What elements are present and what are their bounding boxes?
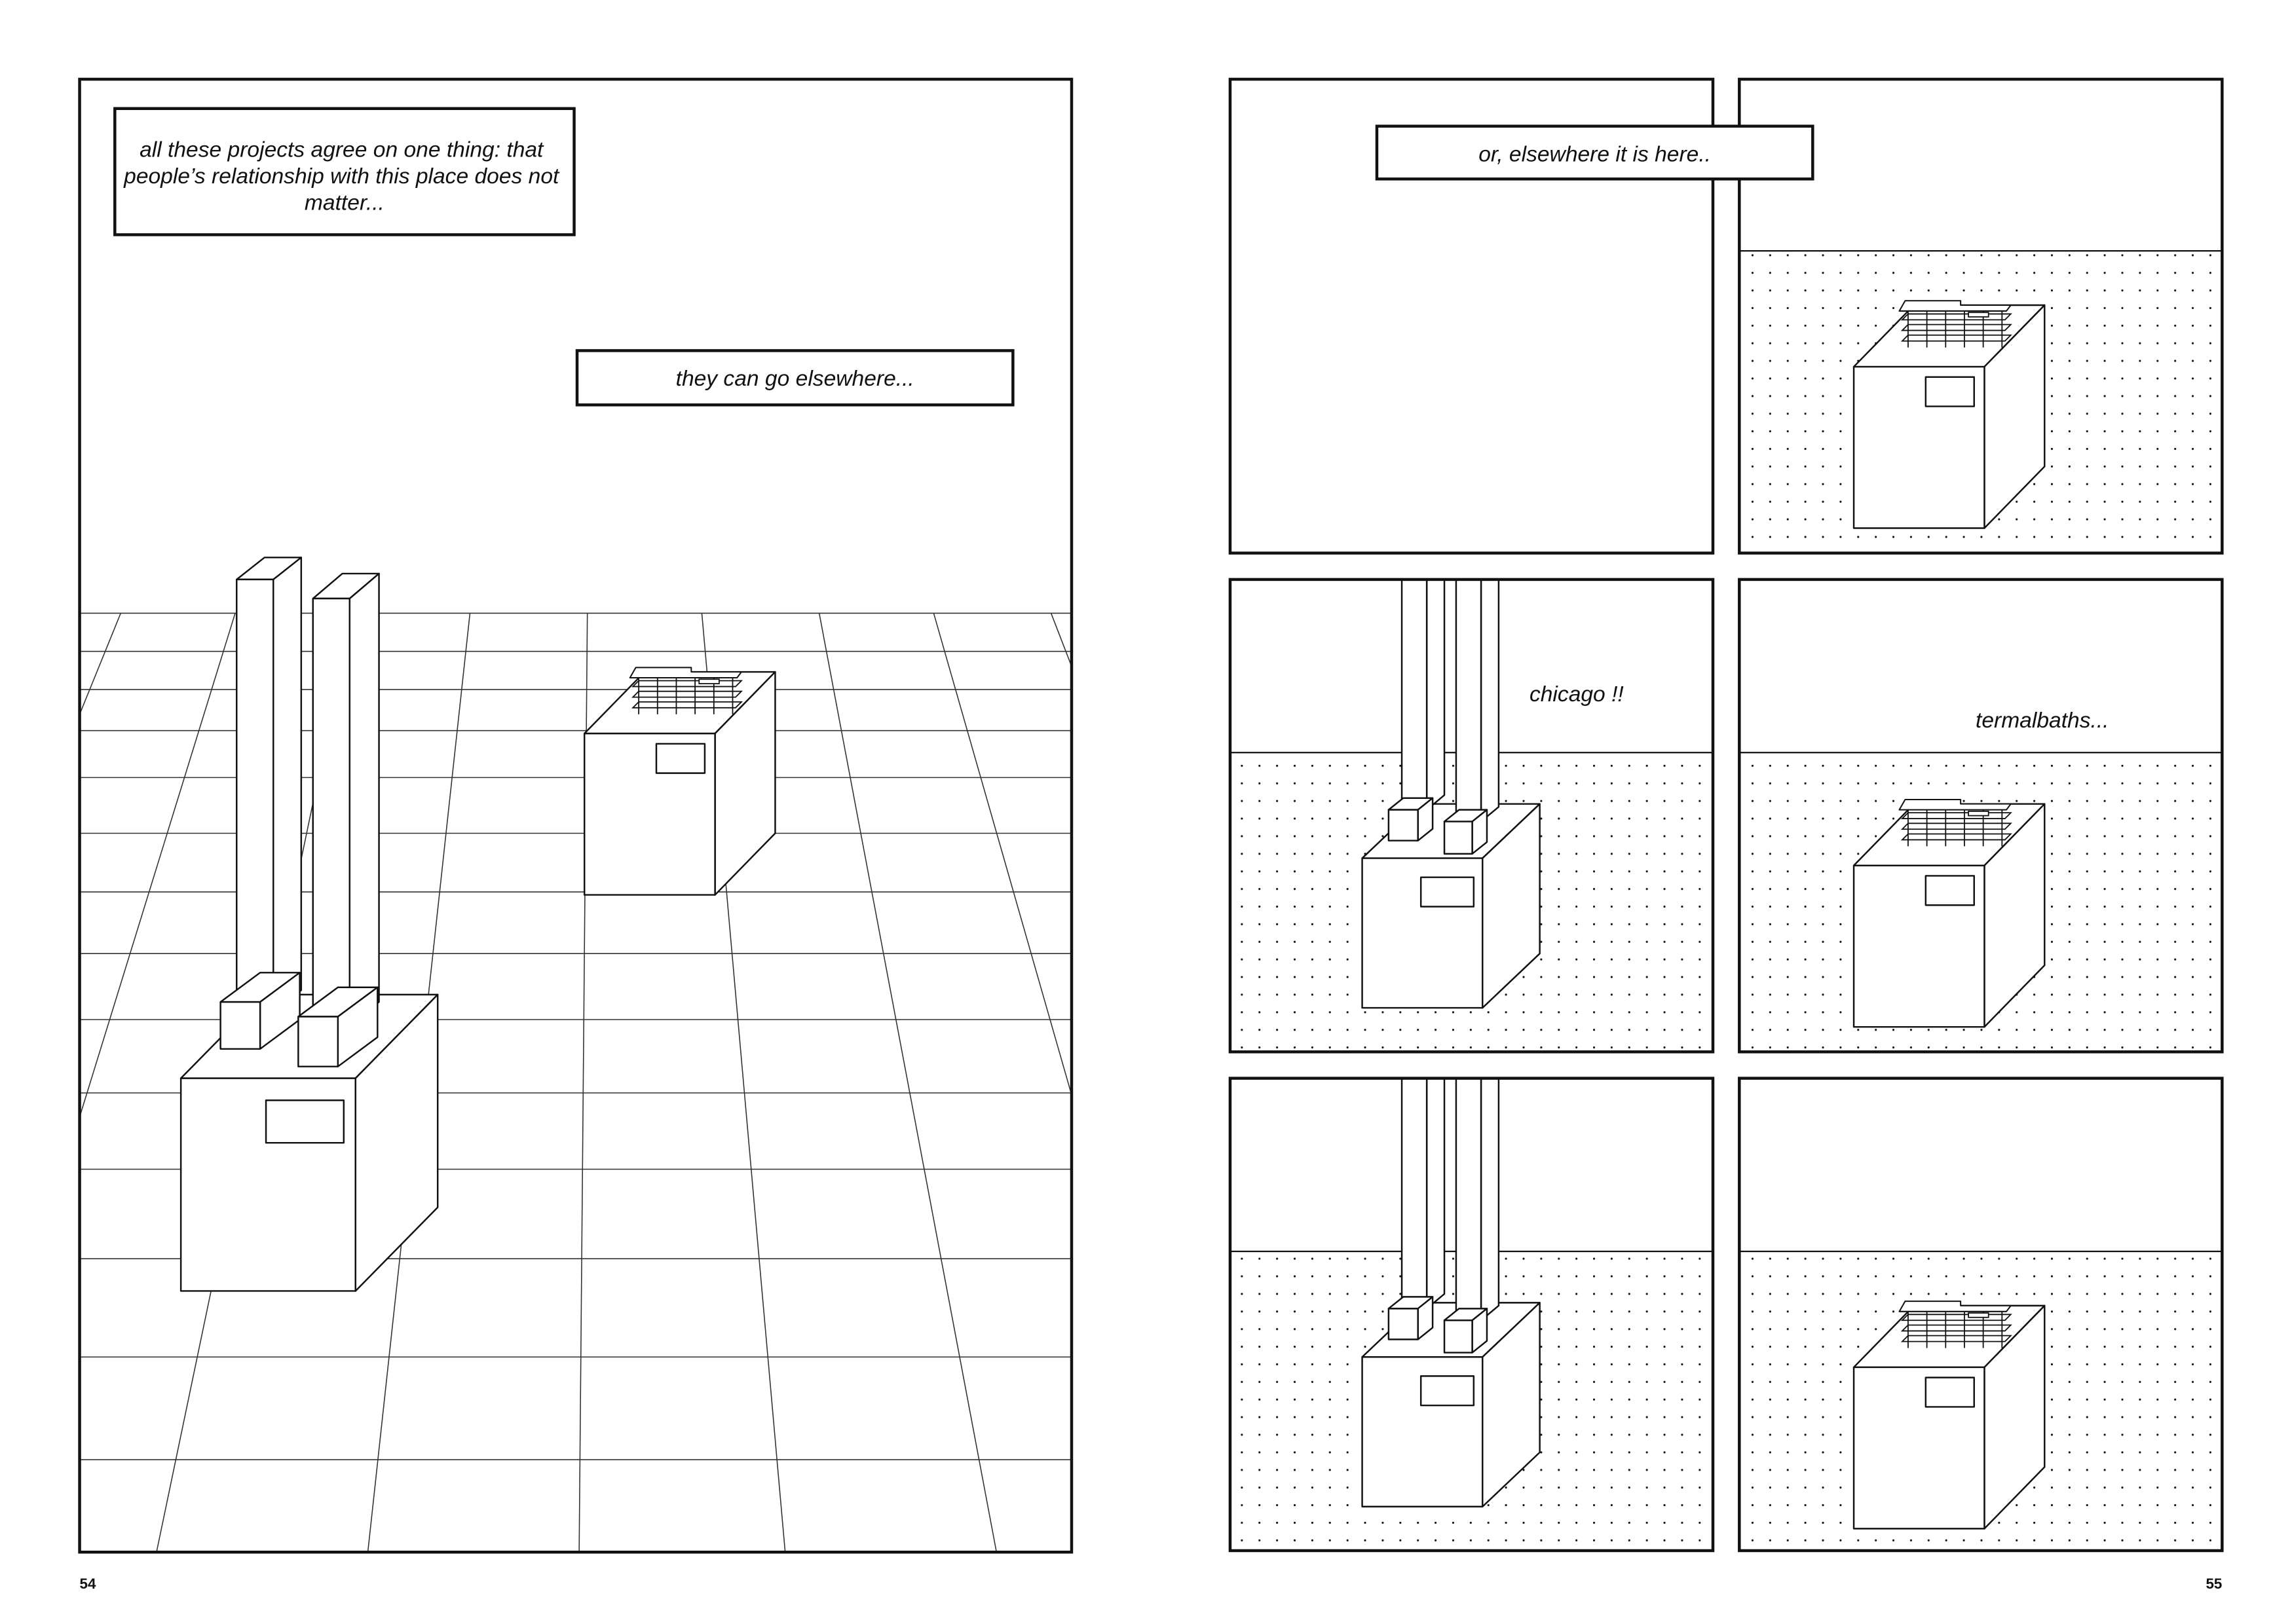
caption-text: they can go elsewhere...: [676, 367, 914, 391]
caption-box-here: or, elsewhere it is here..: [1375, 124, 1814, 181]
panel-scene: [1229, 1078, 1713, 1551]
rooftop-floor: [1900, 1314, 2012, 1321]
rooftop-vent: [698, 678, 720, 684]
caption-termalbaths: termalbaths...: [1976, 709, 2109, 733]
svg-text:all these projects agree on on: all these projects agree on one thing: t…: [123, 138, 565, 215]
page-number-right: 55: [2206, 1576, 2222, 1592]
rooftop-roof: [1898, 300, 2012, 312]
rooftop-roof: [1898, 798, 2012, 811]
building-volume: [1852, 803, 2046, 1028]
twin-tower-building: [1361, 579, 1541, 1009]
box-front: [1400, 579, 1428, 811]
box-front: [1455, 579, 1482, 822]
building-volume: [1852, 304, 2046, 529]
rooftop-floor: [1900, 1324, 2012, 1332]
rooftop-floor: [1900, 334, 2012, 342]
tower-slab: [1400, 579, 1446, 811]
panel-building-dotted: [1738, 77, 2224, 555]
rooftop-vent: [1968, 312, 1989, 318]
cube-building: [583, 667, 776, 896]
caption-box-elsewhere: they can go elsewhere...: [575, 349, 1015, 407]
rooftop-floor: [1900, 313, 2012, 321]
caption-chicago: chicago !!: [1530, 682, 1624, 707]
box-side: [348, 572, 380, 1028]
tower-plinth: [1443, 809, 1488, 855]
rooftop-floor: [631, 690, 743, 698]
caption-line: people’s relationship with this place do…: [123, 164, 560, 189]
rooftop-structure: [1898, 798, 2012, 847]
tower-slab: [1455, 1078, 1500, 1321]
base-window: [1419, 1375, 1475, 1407]
floor-grid-line: [79, 613, 236, 1119]
cube-building: [1852, 798, 2046, 1028]
rooftop-structure: [1898, 300, 2012, 348]
building-volume: [583, 671, 776, 896]
tower-slab: [236, 557, 303, 1014]
floor-grid-line: [818, 613, 998, 1553]
rooftop-vent: [1968, 810, 1989, 817]
cube-building: [1852, 300, 2046, 529]
rooftop-structure: [629, 667, 743, 714]
base-window: [265, 1099, 345, 1144]
caption-text: or, elsewhere it is here..: [1478, 142, 1711, 166]
box-front: [1387, 809, 1419, 841]
box-front: [1443, 821, 1473, 855]
rooftop-floor: [1900, 323, 2012, 331]
tiled-floor-scene: [0, 557, 1072, 1553]
building-volume: [1852, 1304, 2046, 1530]
panel-termalbaths: termalbaths...: [1738, 578, 2224, 1054]
box-side: [272, 557, 303, 1014]
box-front: [1387, 1308, 1419, 1340]
box-front: [312, 597, 350, 1028]
page-number-left: 54: [80, 1576, 96, 1592]
cube-building: [1852, 1301, 2046, 1530]
rooftop-floor: [1900, 812, 2012, 819]
panel-scene: [1739, 1250, 2223, 1551]
tower-plinth: [1443, 1308, 1488, 1354]
building-window: [655, 743, 706, 774]
base-window: [1419, 876, 1475, 908]
tower-plinth: [297, 986, 379, 1067]
building-window: [1924, 1376, 1975, 1408]
tower-plinth: [1387, 1296, 1434, 1340]
box-front: [236, 578, 274, 1014]
panel-scene: [1229, 579, 1713, 1052]
tower-plinth: [1387, 797, 1434, 841]
rooftop-structure: [1898, 1301, 2012, 1348]
tower-slab: [312, 572, 380, 1028]
panel-scene: [1739, 249, 2223, 553]
caption-line: matter...: [305, 191, 385, 215]
caption-box-projects: all these projects agree on one thing: t…: [113, 107, 576, 236]
rooftop-floor: [1900, 833, 2012, 841]
building-window: [1924, 875, 1975, 906]
panel-chicago-1: chicago !!: [1228, 578, 1715, 1054]
building-window: [1924, 376, 1975, 407]
caption-line: all these projects agree on one thing: t…: [140, 138, 544, 162]
rooftop-vent: [1968, 1312, 1989, 1318]
panel-chicago-2: [1228, 1077, 1715, 1553]
rooftop-roof: [629, 667, 742, 679]
rooftop-roof: [1898, 1301, 2012, 1312]
rooftop-floor: [631, 701, 743, 709]
box-front: [1443, 1320, 1473, 1354]
twin-tower-building: [1361, 1078, 1541, 1508]
box-front: [219, 1001, 261, 1050]
floor-grid-line: [0, 613, 7, 1552]
rooftop-floor: [1900, 822, 2012, 830]
left-panel: all these projects agree on one thing: t…: [0, 77, 1074, 1554]
rooftop-floor: [631, 680, 743, 688]
box-front: [297, 1016, 339, 1067]
rooftop-floor: [1900, 1335, 2012, 1342]
tower-slab: [1455, 579, 1500, 822]
panel-building-2: [1738, 1077, 2224, 1553]
floor-grid-line: [933, 613, 1072, 1097]
box-front: [1455, 1078, 1482, 1321]
panel-scene: [1739, 752, 2223, 1052]
